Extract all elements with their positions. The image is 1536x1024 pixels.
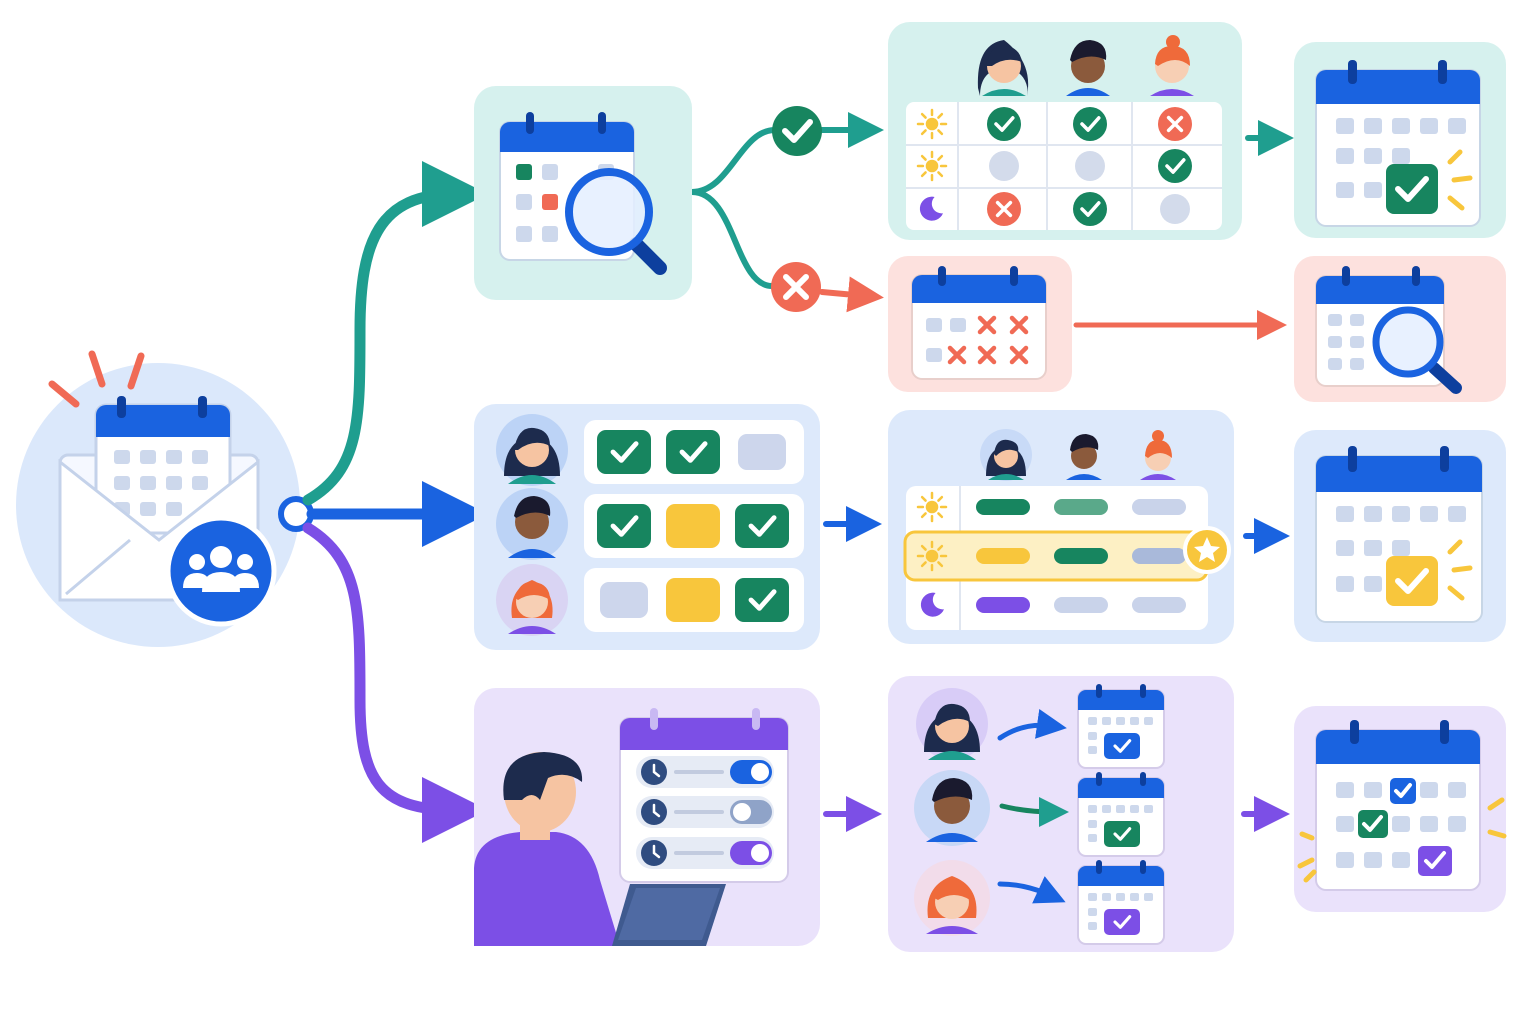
vote-bar [1132, 548, 1186, 564]
scan-calendar-panel [474, 86, 692, 300]
vote-bar [1054, 548, 1108, 564]
availability-grid-panel [888, 22, 1242, 240]
toggle-icon [730, 841, 772, 865]
mini-calendar [1077, 772, 1165, 857]
poll-cell [666, 504, 720, 548]
star-icon [1183, 526, 1231, 574]
final-calendar-panel [1294, 706, 1507, 912]
host-person [474, 752, 620, 946]
availability-cell [989, 151, 1019, 181]
moon-icon [920, 592, 944, 617]
availability-cell [987, 107, 1021, 141]
avatar [496, 414, 568, 486]
moon-icon [919, 196, 943, 221]
avatar [977, 40, 1029, 96]
alert-burst-icon [48, 350, 145, 408]
poll-cell [600, 582, 648, 618]
sun-icon [916, 108, 948, 140]
avatar [1066, 434, 1102, 480]
blocked-calendar-panel [888, 256, 1072, 392]
avatar [914, 860, 990, 936]
vote-bar [1132, 597, 1186, 613]
teal-connector [302, 161, 488, 506]
poll-cell [666, 578, 720, 622]
host-settings-panel [474, 688, 820, 946]
availability-cell [1160, 194, 1190, 224]
availability-cell [1073, 192, 1107, 226]
availability-cell [1073, 107, 1107, 141]
accepted-connector [689, 127, 778, 195]
avatar [980, 429, 1032, 481]
toggle-icon [730, 800, 772, 824]
avatar [496, 564, 568, 636]
toggle-icon [730, 760, 772, 784]
availability-cell [1158, 107, 1192, 141]
start-node [16, 350, 314, 647]
highlight-burst-icon [1447, 539, 1473, 601]
cross-icon [947, 315, 1029, 365]
avatar [916, 688, 988, 760]
setting-row [636, 837, 774, 869]
individual-bookings-panel [888, 676, 1234, 952]
availability-cell [1158, 149, 1192, 183]
poll-cell [735, 578, 789, 622]
availability-cell [1075, 151, 1105, 181]
avatar [1140, 430, 1176, 480]
poll-cell [597, 430, 651, 474]
poll-cell [666, 430, 720, 474]
magnifier-icon [1372, 306, 1462, 394]
chosen-calendar-panel [1294, 430, 1506, 642]
highlight-burst-icon [1297, 797, 1507, 883]
settings-calendar [619, 708, 789, 883]
laptop-icon [612, 884, 726, 946]
setting-row [636, 796, 774, 828]
poll-cell [597, 504, 651, 548]
sun-icon [916, 540, 948, 572]
sun-icon [916, 491, 948, 523]
declined-connector [689, 189, 775, 289]
poll-cell [738, 434, 786, 470]
confirmed-calendar-panel [1294, 42, 1506, 238]
poll-cell [735, 504, 789, 548]
setting-row [636, 756, 774, 788]
avatar [1066, 40, 1110, 96]
slot-voting-panel [888, 410, 1234, 644]
participant-avatars [977, 35, 1194, 96]
avatar [1150, 35, 1194, 96]
vote-bar [1132, 499, 1186, 515]
vote-bar [976, 597, 1030, 613]
group-icon [165, 515, 277, 627]
poll-responses-panel [474, 404, 820, 650]
sun-icon [916, 150, 948, 182]
vote-bar [976, 499, 1030, 515]
availability-cell [987, 192, 1021, 226]
vote-bar [1054, 499, 1108, 515]
avatar [914, 770, 990, 846]
vote-bar [1054, 597, 1108, 613]
vote-bar [976, 548, 1030, 564]
purple-connector [302, 522, 488, 843]
declined-badge [771, 262, 821, 312]
mini-calendar [1077, 684, 1165, 769]
clock-icon [641, 799, 667, 825]
research-calendar-panel [1294, 256, 1506, 402]
highlight-burst-icon [1447, 149, 1473, 211]
clock-icon [641, 759, 667, 785]
clock-icon [641, 840, 667, 866]
magnifier-icon [565, 168, 667, 275]
connectors [302, 112, 1294, 843]
mini-calendar [1077, 860, 1165, 945]
accepted-badge [772, 106, 822, 156]
avatar [496, 488, 568, 560]
